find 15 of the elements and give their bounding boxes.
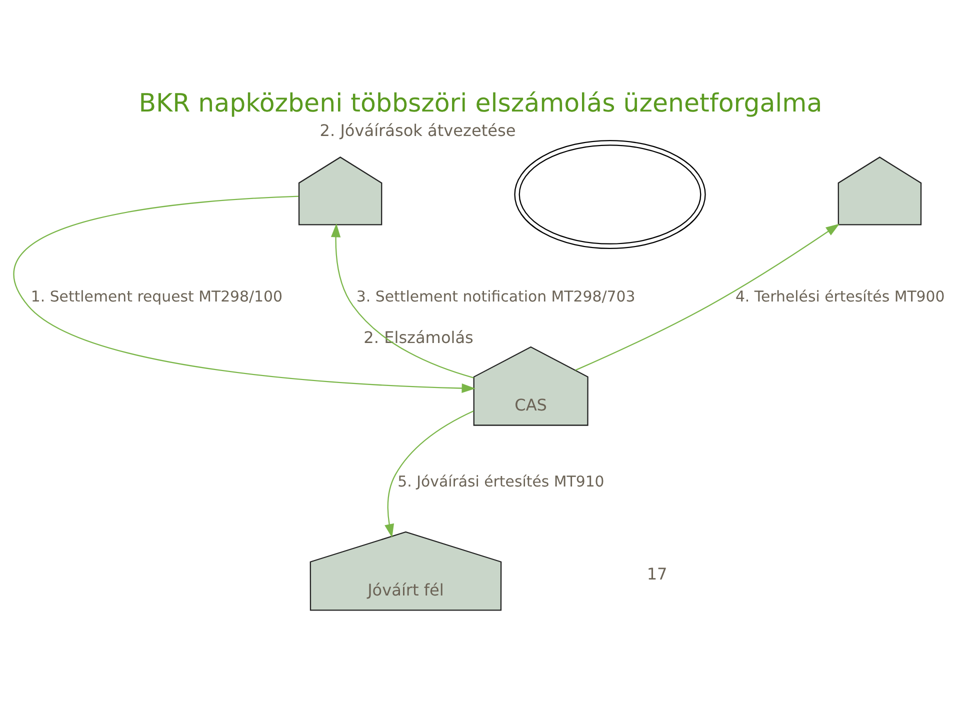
- edge-label: 5. Jóváírási értesítés MT910: [397, 472, 604, 491]
- picture: [298, 156, 382, 226]
- arrow: [14, 196, 476, 394]
- picture: [837, 156, 922, 226]
- node-label: 2. Elszámolás: [363, 328, 473, 347]
- edge-label: 4. Terhelési értesítés MT900: [734, 288, 944, 306]
- arrow: [384, 410, 474, 538]
- diagram-title: BKR napközbeni többszöri elszámolás üzenetforgalma: [138, 88, 822, 118]
- arrow: [574, 224, 840, 371]
- label: 17: [646, 564, 667, 584]
- node-cloud: [514, 140, 706, 250]
- arrow: [330, 223, 474, 378]
- edge-label: 1. Settlement request MT298/100: [30, 288, 282, 306]
- edge-label: 3. Settlement notification MT298/703: [356, 288, 635, 306]
- node-label: 2. Jóváírások átvezetése: [319, 121, 516, 140]
